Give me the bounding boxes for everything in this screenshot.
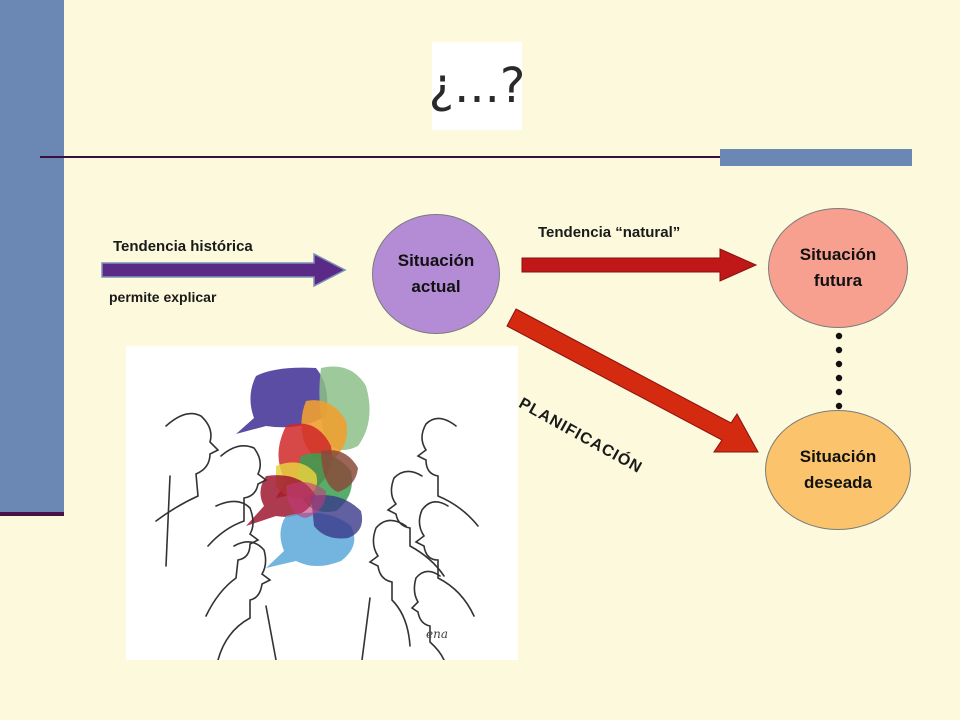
historical-trend-arrow bbox=[101, 252, 347, 288]
natural-trend-label: Tendencia “natural” bbox=[538, 224, 681, 241]
speech-bubble-brown bbox=[321, 450, 358, 492]
question-mark-text: ¿...? bbox=[428, 58, 526, 114]
historical-trend-label: Tendencia histórica bbox=[113, 238, 253, 255]
illustration-drawing: ena bbox=[155, 366, 479, 660]
illustration-signature: ena bbox=[426, 627, 448, 641]
people-talking-illustration: ena bbox=[126, 346, 518, 660]
explains-label: permite explicar bbox=[109, 289, 217, 305]
current-situation-node: Situación actual bbox=[372, 214, 500, 334]
speech-bubble-navy bbox=[311, 495, 363, 539]
question-mark-image: ¿...? bbox=[429, 42, 525, 130]
current-situation-label: Situación actual bbox=[397, 251, 475, 296]
divider-accent-block bbox=[720, 149, 912, 166]
natural-trend-arrow bbox=[521, 248, 758, 282]
title-divider-line bbox=[40, 156, 912, 158]
speech-bubble-magenta bbox=[286, 482, 326, 518]
left-accent-bar bbox=[0, 0, 64, 516]
planning-arrow bbox=[506, 308, 759, 453]
desired-situation-node: Situación deseada bbox=[765, 410, 911, 530]
dotted-connector bbox=[835, 318, 843, 424]
desired-situation-label: Situación deseada bbox=[799, 447, 877, 492]
future-situation-label: Situación futura bbox=[799, 245, 877, 290]
future-situation-node: Situación futura bbox=[768, 208, 908, 328]
people-outlines bbox=[155, 412, 479, 660]
